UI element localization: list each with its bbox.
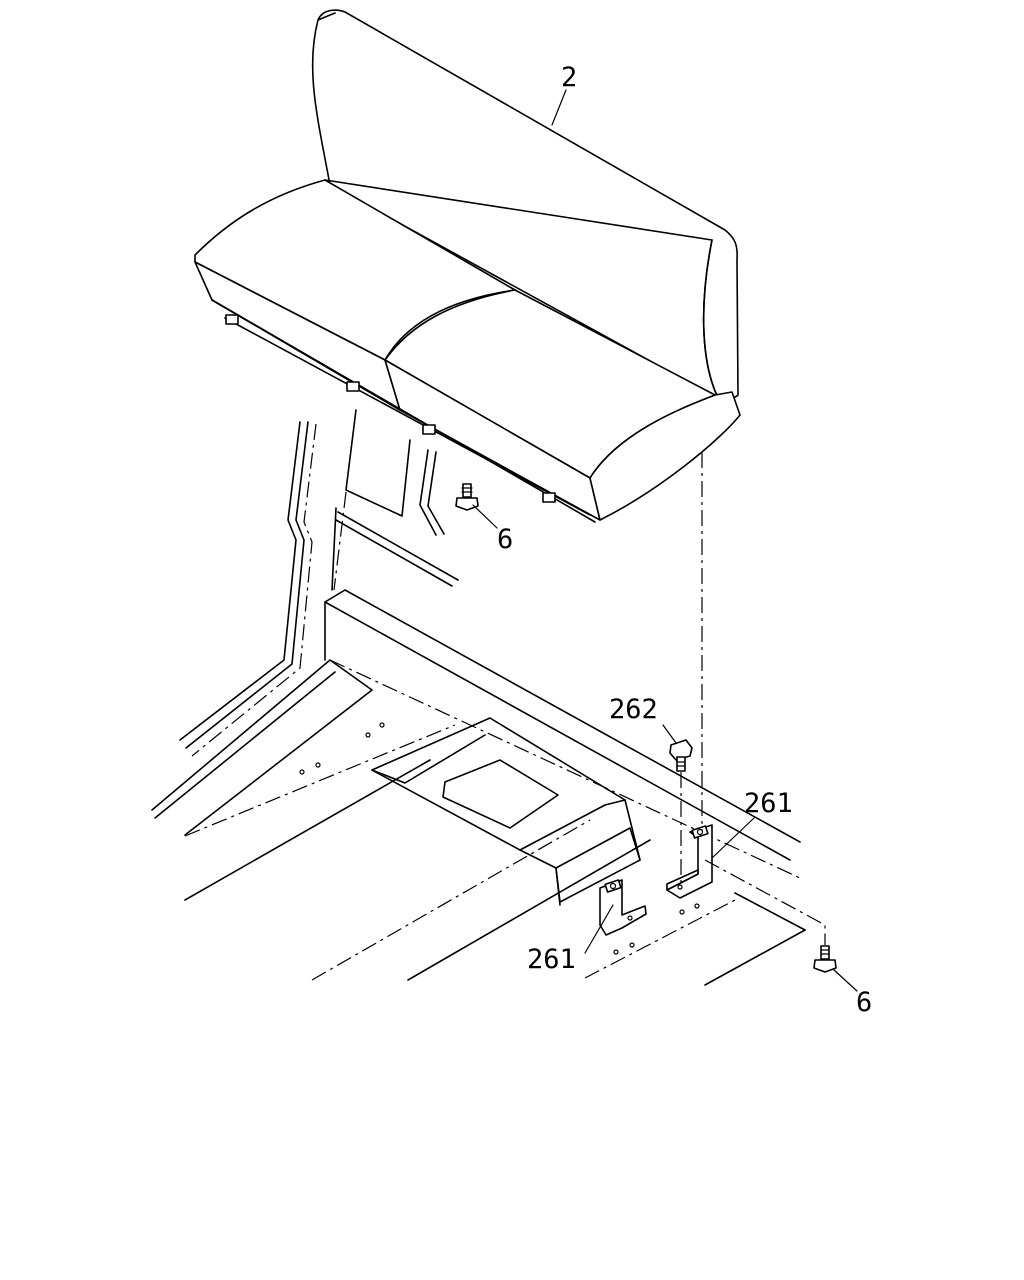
leader-lines	[472, 89, 858, 992]
bracket-left	[599, 879, 647, 936]
callout-bracket-left: 261	[527, 944, 576, 975]
bolt-262	[669, 739, 693, 772]
callout-bolt-262: 262	[609, 694, 658, 725]
floor-frame	[151, 409, 806, 986]
bench-seat	[194, 9, 741, 523]
mounting-bolt-upper	[455, 483, 479, 511]
callout-bolt-lower: 6	[856, 987, 872, 1018]
assembly-lines	[680, 452, 826, 945]
bracket-right	[666, 824, 713, 899]
callout-bracket-right: 261	[744, 788, 793, 819]
callout-bolt-upper: 6	[497, 524, 513, 555]
mounting-bolt-lower	[813, 945, 837, 973]
callout-seat: 2	[561, 62, 577, 93]
